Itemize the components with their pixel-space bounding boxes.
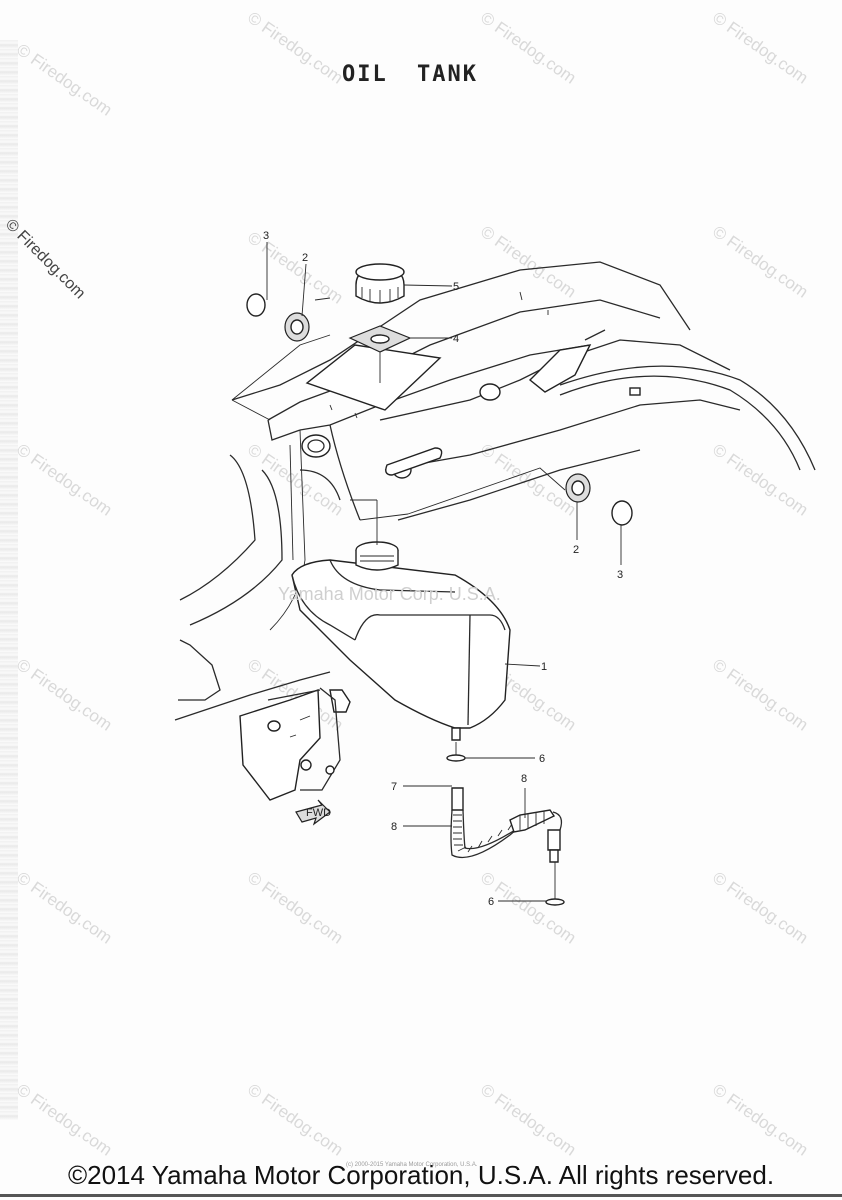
hose-clamp-bottom xyxy=(545,862,565,906)
callout-5: 5 xyxy=(453,281,459,293)
callout-3: 3 xyxy=(263,230,269,242)
scan-edge xyxy=(0,40,18,1120)
frame-outline xyxy=(179,261,816,631)
plug-right xyxy=(611,500,633,526)
oil-tank xyxy=(291,499,511,741)
callout-2: 2 xyxy=(573,544,579,556)
callout-6: 6 xyxy=(488,896,494,908)
center-watermark: Yamaha Motor Corp. U.S.A. xyxy=(278,584,501,604)
copyright-notice: ©2014 Yamaha Motor Corporation, U.S.A. A… xyxy=(67,1160,775,1190)
oil-tank-cap xyxy=(355,263,405,304)
oil-hose xyxy=(450,787,563,863)
callout-2: 2 xyxy=(302,252,308,264)
callout-7: 7 xyxy=(391,781,397,793)
tiny-copyright-notice: (c) 2000-2015 Yamaha Motor Corporation, … xyxy=(346,1162,478,1168)
grommet-upper xyxy=(284,312,310,342)
callout-6: 6 xyxy=(539,753,545,765)
footrest-bracket xyxy=(174,639,351,801)
plug-upper xyxy=(246,293,266,317)
grommet-right xyxy=(565,473,591,503)
bottom-rule xyxy=(0,1194,842,1197)
diagram-title: OIL TANK xyxy=(342,62,478,87)
callout-4: 4 xyxy=(453,333,459,345)
leader-lines xyxy=(266,242,622,902)
fwd-arrow-icon: FWD xyxy=(295,799,331,826)
fwd-label: FWD xyxy=(306,807,331,819)
hose-clamp-top xyxy=(446,742,466,762)
callout-3: 3 xyxy=(617,569,623,581)
callout-8: 8 xyxy=(391,821,397,833)
callout-1: 1 xyxy=(541,661,547,673)
callout-8: 8 xyxy=(521,773,527,785)
